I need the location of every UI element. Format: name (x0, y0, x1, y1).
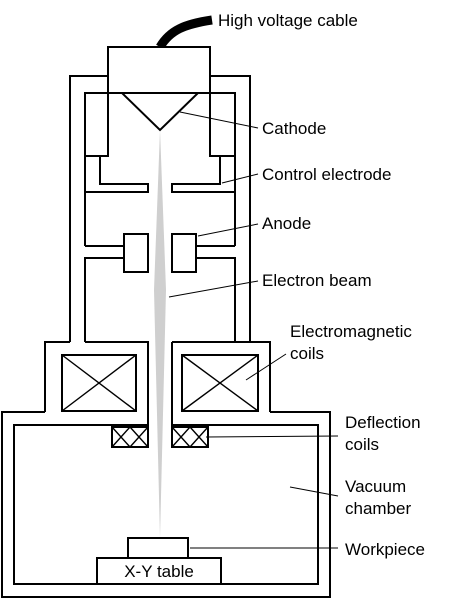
insulator-block (107, 46, 211, 94)
cathode (119, 92, 201, 132)
anode-right (171, 233, 197, 273)
label-vacuum-line2: chamber (345, 499, 411, 518)
label-electromagnetic-line1: Electromagnetic (290, 322, 412, 341)
label-control-electrode: Control electrode (262, 165, 391, 184)
xy-table (96, 557, 222, 585)
vacuum-chamber-outer (1, 411, 331, 598)
coil-housing (44, 341, 271, 412)
leader-lines (168, 111, 339, 549)
deflection-coil-left (111, 426, 149, 448)
anode-left (123, 233, 149, 273)
leader-control-electrode (221, 173, 259, 184)
xy-table-label: X-Y table (124, 562, 194, 581)
label-electromagnetic-line2: coils (290, 344, 324, 363)
leader-vacuum (289, 486, 339, 497)
control-electrode-left (85, 155, 149, 193)
electromagnetic-coil-right (181, 354, 259, 412)
cathode-holder-left (84, 92, 109, 157)
leader-cathode (179, 111, 259, 129)
electron-beam (154, 130, 166, 538)
column-housing (69, 75, 251, 342)
workpiece (127, 537, 189, 559)
label-vacuum-line1: Vacuum (345, 477, 406, 496)
electromagnetic-coil-left (61, 354, 137, 412)
leader-deflection (205, 435, 339, 438)
anode-floor-left (84, 257, 124, 342)
leader-anode (197, 223, 259, 237)
cathode-holder-right (209, 92, 236, 157)
label-anode: Anode (262, 214, 311, 233)
label-cathode: Cathode (262, 119, 326, 138)
label-deflection-line2: coils (345, 435, 379, 454)
label-workpiece: Workpiece (345, 540, 425, 559)
label-deflection-line1: Deflection (345, 413, 421, 432)
control-electrode-right (171, 155, 235, 193)
label-electron-beam: Electron beam (262, 271, 372, 290)
deflection-coil-right (171, 426, 209, 448)
high-voltage-cable (156, 15, 213, 50)
anode-floor-right (196, 257, 236, 342)
label-high-voltage-cable: High voltage cable (218, 11, 358, 30)
leader-electron-beam (168, 280, 259, 298)
leader-electromagnetic (245, 353, 287, 381)
